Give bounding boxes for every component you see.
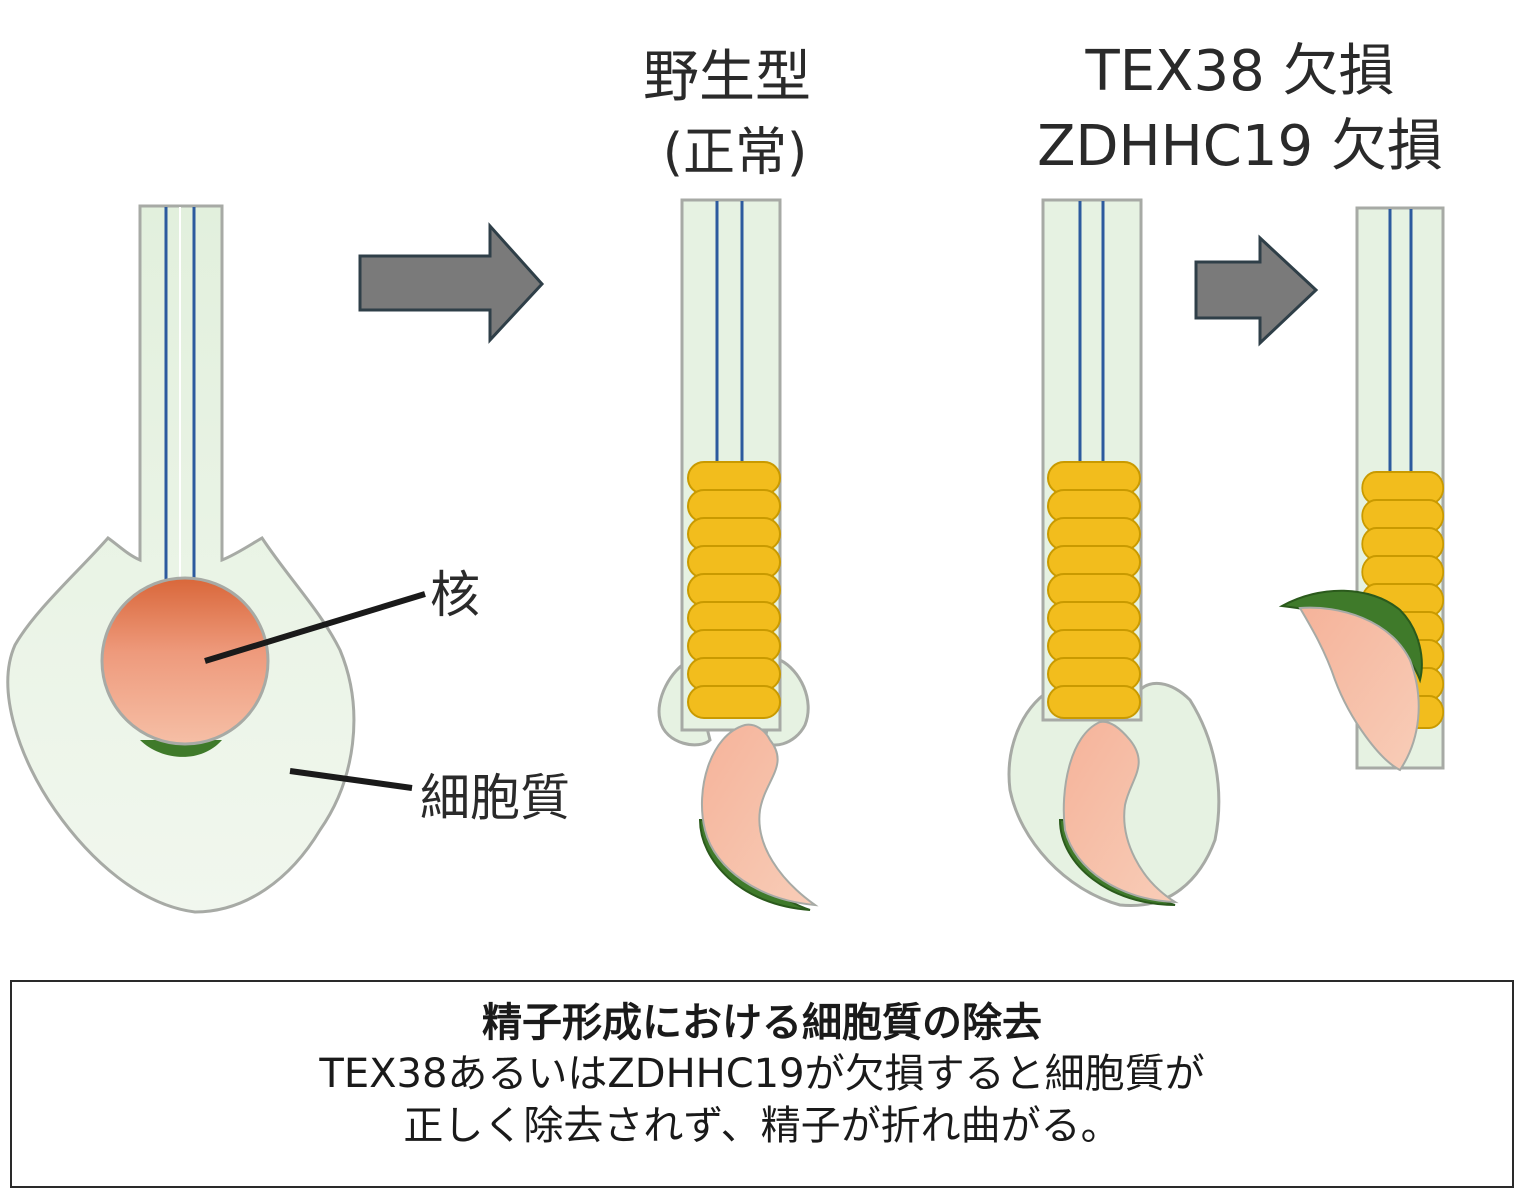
nucleus [100, 576, 270, 746]
arrow-right-icon [358, 222, 545, 344]
knockout-label-line1: TEX38 欠損 [1084, 39, 1394, 104]
knockout-sperm-before [1007, 198, 1221, 908]
caption-line-2: 正しく除去されず、精子が折れ曲がる。 [403, 1103, 1121, 1149]
cytoplasm-pointer-line [289, 768, 413, 791]
caption-box: 精子形成における細胞質の除去 TEX38あるいはZDHHC19が欠損すると細胞質… [10, 980, 1514, 1188]
arrow-right-icon [1194, 234, 1319, 347]
sperm-head [1298, 606, 1420, 772]
wildtype-label-line2: (正常) [663, 123, 808, 183]
knockout-sperm-bent [1278, 206, 1445, 772]
spermatid-cell [6, 204, 356, 914]
nucleus-label: 核 [430, 566, 480, 624]
caption-title: 精子形成における細胞質の除去 [482, 1000, 1042, 1046]
wildtype-label-line1: 野生型 [643, 45, 811, 110]
knockout-label-line2: ZDHHC19 欠損 [1037, 114, 1443, 179]
acrosome [140, 740, 222, 757]
sperm-head [701, 723, 819, 907]
caption-line-1: TEX38あるいはZDHHC19が欠損すると細胞質が [319, 1051, 1205, 1097]
mitochondrial-sheath [1047, 461, 1141, 719]
mitochondrial-sheath [687, 461, 781, 719]
sperm-head [1062, 720, 1179, 904]
cytoplasm-label: 細胞質 [420, 769, 570, 827]
nucleus-pointer-line [204, 591, 426, 664]
spermiogenesis-diagram: 核 細胞質 野生型 (正常) TEX38 欠損 ZDHHC19 欠損 [6, 39, 1445, 914]
wildtype-sperm [657, 198, 819, 911]
